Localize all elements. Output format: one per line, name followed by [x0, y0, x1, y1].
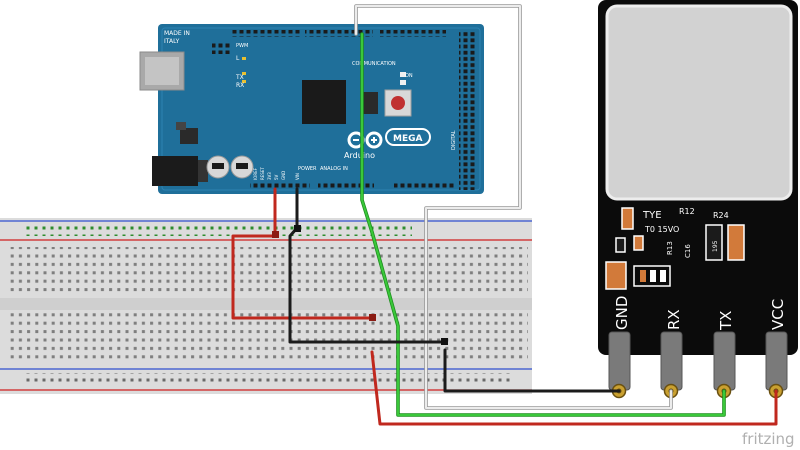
label-c16: C16	[684, 244, 692, 258]
v3-label: 3V3	[267, 172, 272, 180]
module-pin-gnd[interactable]	[608, 331, 631, 399]
made-in-label: MADE IN	[164, 30, 190, 37]
pin-label-rx: RX	[665, 309, 683, 330]
header-analog-a	[318, 182, 374, 189]
tx-label: TX	[235, 74, 244, 81]
wire-black-gnd[interactable]	[443, 348, 621, 393]
italy-label: ITALY	[164, 38, 180, 45]
voltage-regulator	[180, 128, 198, 144]
wire-red[interactable]	[231, 187, 374, 320]
arduino-mega-board: MADE IN ITALY PWM L TX RX COMMUNICATION …	[139, 24, 484, 194]
header-power	[250, 182, 310, 189]
header-digital	[459, 30, 475, 190]
top-power-rail	[22, 224, 412, 236]
pwm-label: PWM	[236, 43, 248, 49]
wire-red-vcc[interactable]	[370, 350, 778, 426]
mega-badge	[385, 128, 431, 146]
l-led-label: L	[236, 55, 240, 62]
component-r12	[621, 207, 634, 230]
terminal-strip-bottom	[8, 312, 528, 362]
header-top-aux	[380, 30, 446, 37]
module-range: T0 15VO	[644, 225, 679, 234]
fritzing-watermark: fritzing	[742, 430, 795, 448]
model-label: MEGA	[393, 134, 422, 144]
header-top-pwm	[232, 30, 300, 37]
microcontroller-chip	[302, 80, 346, 124]
center-channel	[0, 298, 532, 310]
analog-in-label: ANALOG IN	[320, 166, 348, 172]
wire-black[interactable]	[288, 187, 447, 344]
power-label: POWER	[298, 166, 317, 172]
pin-label-tx: TX	[717, 311, 735, 331]
pin-label-vcc: VCC	[769, 299, 787, 330]
rx-label: RX	[236, 82, 244, 89]
header-analog-b	[394, 182, 454, 189]
v5-label: 5V	[274, 174, 279, 180]
gnd-label: GND	[281, 171, 286, 180]
pin-label-gnd: GND	[613, 296, 631, 330]
module-pin-tx[interactable]	[713, 331, 736, 399]
breadboard	[0, 218, 532, 394]
digital-label: DIGITAL	[451, 130, 457, 150]
label-r12: R12	[679, 207, 695, 216]
module-brand: TYE	[642, 210, 662, 221]
terminal-strip-top	[8, 247, 528, 295]
bottom-power-rail	[22, 373, 512, 386]
brand-label: Arduino	[344, 151, 375, 160]
label-r13: R13	[666, 241, 674, 255]
vin-label: VIN	[295, 173, 300, 180]
sensor-window	[605, 4, 793, 201]
sensor-module: TYE T0 15VO R12 R24 R13 C16 195 GND RX T…	[598, 0, 798, 399]
module-pin-vcc[interactable]	[765, 331, 788, 399]
ioref-label: IOREF	[253, 167, 258, 180]
on-label: ON	[405, 73, 413, 79]
reset-label: RESET	[260, 167, 265, 180]
component-195	[705, 224, 723, 261]
communication-label: COMMUNICATION	[352, 61, 396, 67]
icsp-header	[212, 42, 230, 54]
power-jack	[152, 156, 198, 186]
label-195: 195	[712, 240, 719, 252]
module-pin-rx[interactable]	[660, 331, 683, 399]
label-r24: R24	[713, 211, 729, 220]
wires	[231, 4, 778, 426]
header-top-comm	[305, 30, 373, 37]
component-r24	[727, 224, 745, 261]
